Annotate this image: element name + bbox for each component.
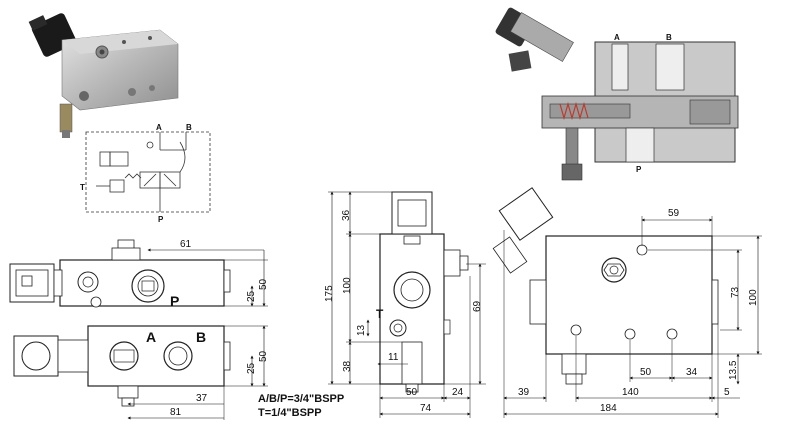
- port-spec-note: A/B/P=3/4"BSPP T=1/4"BSPP: [258, 392, 344, 420]
- front-dim-50: 50: [258, 350, 269, 362]
- section-port-p: P: [636, 165, 642, 174]
- top-dim-50: 50: [258, 278, 269, 290]
- right-dim-184: 184: [600, 403, 617, 414]
- side-dim-69: 69: [472, 300, 483, 312]
- side-view: 36 175 100 69 13 38 11 50 24 74 T: [324, 191, 486, 418]
- schematic-port-a: A: [156, 123, 162, 132]
- right-dim-39: 39: [518, 387, 530, 398]
- right-dim-13-5: 13.5: [728, 360, 739, 380]
- product-photo: [28, 13, 179, 138]
- hydraulic-schematic: A B T P: [80, 123, 211, 224]
- front-port-a: A: [146, 329, 156, 345]
- side-dim-13: 13: [356, 324, 367, 336]
- section-port-a: A: [614, 33, 620, 42]
- section-view: A B P: [495, 7, 739, 181]
- side-dim-11: 11: [388, 352, 399, 363]
- port-spec-line-2: T=1/4"BSPP: [258, 407, 322, 419]
- section-port-b: B: [666, 33, 672, 42]
- front-view: A B 50 25 37 81: [13, 325, 269, 420]
- right-dim-140: 140: [622, 387, 639, 398]
- schematic-port-b: B: [186, 123, 192, 132]
- right-dim-100: 100: [748, 289, 759, 306]
- right-dim-73: 73: [730, 286, 741, 298]
- side-dim-24: 24: [452, 387, 464, 398]
- side-dim-50: 50: [406, 387, 418, 398]
- side-dim-38: 38: [342, 360, 353, 372]
- right-dim-34: 34: [686, 367, 698, 378]
- right-dim-59: 59: [668, 208, 680, 219]
- front-dim-25: 25: [246, 362, 257, 374]
- top-dim-25: 25: [246, 290, 257, 302]
- top-port-p: P: [170, 293, 179, 309]
- schematic-port-t: T: [80, 183, 85, 192]
- side-dim-36: 36: [341, 209, 352, 221]
- side-dim-175: 175: [324, 285, 335, 302]
- top-view: 61 50 25 P: [9, 239, 269, 309]
- side-dim-74: 74: [420, 403, 432, 414]
- front-dim-81: 81: [170, 407, 182, 418]
- top-dim-61: 61: [180, 239, 192, 250]
- port-spec-line-1: A/B/P=3/4"BSPP: [258, 393, 345, 405]
- side-dim-100: 100: [342, 277, 353, 294]
- right-view: 59 73 100 13.5 50 34 39 140 5 184: [492, 187, 762, 418]
- schematic-port-p: P: [158, 215, 164, 224]
- side-port-t: T: [376, 307, 384, 321]
- right-dim-5: 5: [724, 387, 730, 398]
- front-port-b: B: [196, 329, 206, 345]
- front-dim-37: 37: [196, 393, 208, 404]
- right-dim-50: 50: [640, 367, 652, 378]
